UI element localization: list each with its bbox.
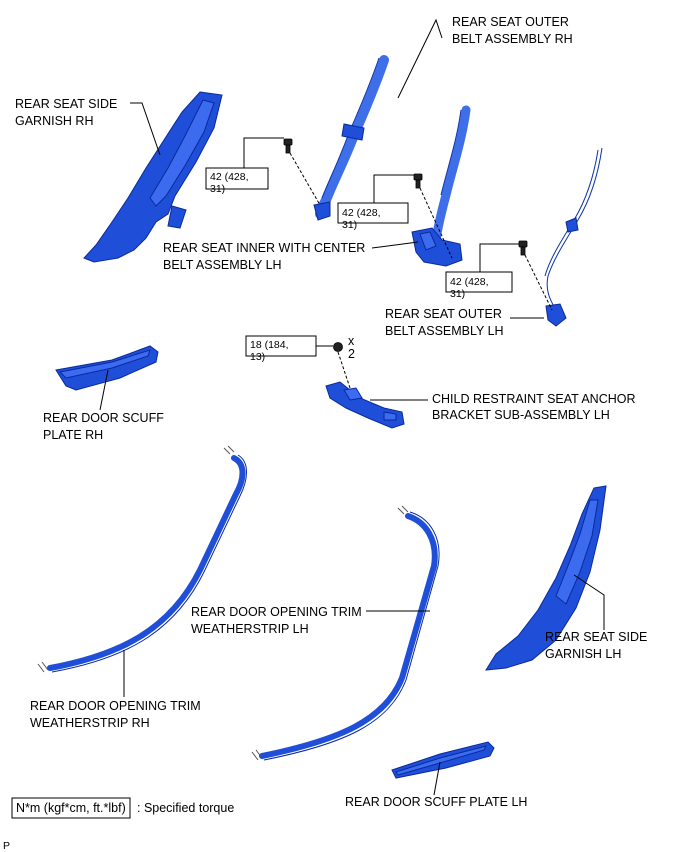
legend-torque-unit: N*m (kgf*cm, ft.*lbf) [16, 801, 126, 815]
torque-box [245, 335, 317, 357]
torque-value: 42 (428, [210, 171, 249, 183]
label-rear-door-opening-trim-weatherstrip-rh: WEATHERSTRIP RH [30, 716, 150, 730]
rear-door-opening-trim-weatherstrip-rh-part [37, 445, 247, 673]
label-rear-door-scuff-plate-rh: REAR DOOR SCUFF [43, 411, 164, 425]
legend-torque-box [11, 797, 131, 819]
label-rear-seat-side-garnish-lh: GARNISH LH [545, 647, 621, 661]
rear-seat-inner-center-belt-lh-part [411, 105, 471, 267]
bolt-icon [413, 173, 423, 189]
torque-value: 31) [210, 183, 225, 195]
label-rear-door-opening-trim-weatherstrip-rh: REAR DOOR OPENING TRIM [30, 699, 201, 713]
label-rear-door-scuff-plate-rh: PLATE RH [43, 428, 103, 442]
bolt-icon [283, 138, 293, 154]
label-rear-seat-outer-belt-lh: BELT ASSEMBLY LH [385, 324, 504, 338]
label-rear-door-opening-trim-weatherstrip-lh: WEATHERSTRIP LH [191, 622, 309, 636]
rear-door-scuff-plate-rh-part [55, 345, 159, 391]
torque-value: 42 (428, [342, 207, 381, 219]
quantity-mark: x [348, 334, 355, 348]
label-child-restraint-anchor-bracket-lh: BRACKET SUB-ASSEMBLY LH [432, 408, 610, 422]
torque-box [445, 271, 513, 293]
label-rear-seat-outer-belt-rh: REAR SEAT OUTER [452, 15, 569, 29]
install-line [419, 187, 453, 259]
label-rear-seat-inner-center-belt-lh: BELT ASSEMBLY LH [163, 258, 282, 272]
quantity-mark: 2 [348, 347, 355, 361]
install-line [289, 152, 321, 206]
torque-value: 13) [250, 351, 265, 363]
torque-value: 31) [342, 219, 357, 231]
legend-torque-description: : Specified torque [137, 801, 234, 815]
label-rear-door-scuff-plate-lh: REAR DOOR SCUFF PLATE LH [345, 795, 527, 809]
install-line [337, 351, 351, 389]
rear-seat-side-garnish-lh-part [485, 485, 607, 671]
label-child-restraint-anchor-bracket-lh: CHILD RESTRAINT SEAT ANCHOR [432, 392, 636, 406]
corner-mark: P [3, 840, 10, 852]
torque-box [337, 202, 409, 224]
label-rear-seat-inner-center-belt-lh: REAR SEAT INNER WITH CENTER [163, 241, 365, 255]
nut-icon [333, 342, 343, 352]
rear-door-opening-trim-weatherstrip-lh-part [251, 505, 440, 761]
torque-value: 42 (428, [450, 276, 489, 288]
label-rear-seat-side-garnish-lh: REAR SEAT SIDE [545, 630, 647, 644]
install-line [524, 254, 553, 311]
torque-value: 18 (184, [250, 339, 289, 351]
rear-seat-side-garnish-rh-part [83, 91, 223, 263]
child-restraint-anchor-bracket-lh-part [325, 381, 405, 429]
rear-door-scuff-plate-lh-part [391, 741, 495, 779]
label-rear-seat-outer-belt-lh: REAR SEAT OUTER [385, 307, 502, 321]
label-rear-seat-side-garnish-rh: REAR SEAT SIDE [15, 97, 117, 111]
torque-value: 31) [450, 288, 465, 300]
rear-seat-outer-belt-lh-part [544, 147, 603, 327]
label-rear-seat-outer-belt-rh: BELT ASSEMBLY RH [452, 32, 573, 46]
label-rear-seat-side-garnish-rh: GARNISH RH [15, 114, 93, 128]
label-rear-door-opening-trim-weatherstrip-lh: REAR DOOR OPENING TRIM [191, 605, 362, 619]
torque-box [205, 167, 269, 190]
bolt-icon [518, 240, 528, 256]
rear-seat-outer-belt-rh-part [313, 55, 389, 221]
